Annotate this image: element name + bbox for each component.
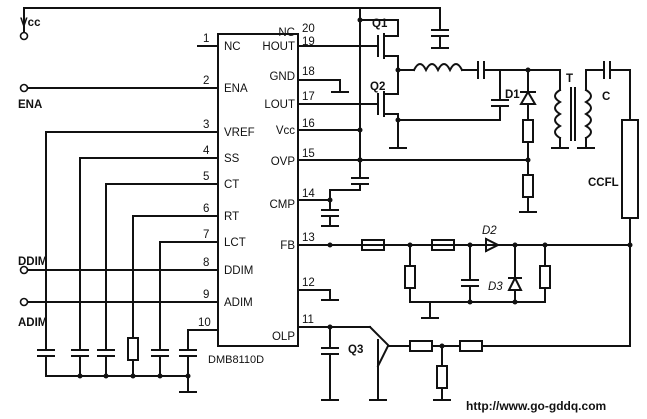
ic-part-number: DMB8110D <box>208 354 264 366</box>
pin-20-number: 20 <box>302 23 315 35</box>
ena-input: ENA <box>18 83 42 111</box>
pin-4-name: SS <box>224 153 240 165</box>
ccfl-label: CCFL <box>588 177 619 189</box>
left-capacitor-bank <box>37 131 197 393</box>
pin-3-number: 3 <box>203 119 209 131</box>
pin-19-name: HOUT <box>262 41 295 53</box>
pin-7-number: 7 <box>203 229 209 241</box>
pin-4-number: 4 <box>203 145 210 157</box>
pin-5-name: CT <box>224 179 239 191</box>
d3-label: D3 <box>488 281 503 293</box>
ena-label: ENA <box>18 99 42 111</box>
right-pin-lines <box>297 45 631 328</box>
pin-15-number: 15 <box>302 148 315 160</box>
adim-input: ADIM <box>18 297 47 329</box>
pin-10-number: 10 <box>198 317 211 329</box>
q2-label: Q2 <box>370 81 385 93</box>
pin-8-number: 8 <box>203 257 209 269</box>
pin-14-name: CMP <box>269 199 295 211</box>
q1-mosfet: Q1 <box>319 18 399 71</box>
fb-network: D2 D3 <box>327 225 633 319</box>
ic-body <box>217 33 299 347</box>
d2-label: D2 <box>482 225 497 237</box>
power-stage: Q1 Q2 <box>319 7 561 163</box>
pin-9-number: 9 <box>203 289 209 301</box>
q3-label: Q3 <box>348 344 363 356</box>
olp-network: Q3 <box>321 324 631 401</box>
pin-14-number: 14 <box>302 188 315 200</box>
capacitor-c-label: C <box>602 91 610 103</box>
left-pin-lines <box>23 45 219 331</box>
pin-15-name: OVP <box>271 156 296 168</box>
pin-17-name: LOUT <box>264 99 295 111</box>
pin-3-name: VREF <box>224 127 255 139</box>
pin-18-name: GND <box>269 71 295 83</box>
pin-5-number: 5 <box>203 171 209 183</box>
pin-16-name: Vcc <box>276 125 295 137</box>
pin-20-name: NC <box>278 27 295 39</box>
pin-9-name: ADIM <box>224 297 253 309</box>
q1-label: Q1 <box>372 18 388 30</box>
pin-6-number: 6 <box>203 203 209 215</box>
pin-12-number: 12 <box>302 277 315 289</box>
pin-7-name: LCT <box>224 237 246 249</box>
pin-2-name: ENA <box>224 83 248 95</box>
ddim-input: DDIM <box>18 256 47 275</box>
pin-18-number: 18 <box>302 66 315 78</box>
pin-13-number: 13 <box>302 232 315 244</box>
pin-1-name: NC <box>224 41 241 53</box>
watermark-url: http://www.go-gddq.com <box>466 399 606 413</box>
pin-17-number: 17 <box>302 91 315 103</box>
ccfl-lamp: CCFL <box>588 69 639 346</box>
d1-label: D1 <box>505 89 520 101</box>
ovp-sense <box>357 69 537 213</box>
q3-transistor: Q3 <box>348 325 411 401</box>
ddim-label: DDIM <box>18 256 47 268</box>
pin-11-number: 11 <box>302 314 314 326</box>
q2-mosfet: Q2 <box>321 81 407 149</box>
pin-8-name: DDIM <box>224 265 253 277</box>
pin-16-number: 16 <box>302 118 315 130</box>
pin-6-name: RT <box>224 211 239 223</box>
pin-1-number: 1 <box>203 33 209 45</box>
transformer-label: T <box>566 73 573 85</box>
pin-13-name: FB <box>280 240 295 252</box>
cmp-network <box>321 159 369 227</box>
pin-2-number: 2 <box>203 75 209 87</box>
pin-11-name: OLP <box>272 331 295 343</box>
series-inductor <box>412 63 479 73</box>
vcc-input: Vcc <box>19 7 41 41</box>
vcc-label: Vcc <box>20 17 41 29</box>
pin-19-number: 19 <box>302 36 315 48</box>
transformer: T C <box>551 61 631 149</box>
adim-label: ADIM <box>18 317 47 329</box>
